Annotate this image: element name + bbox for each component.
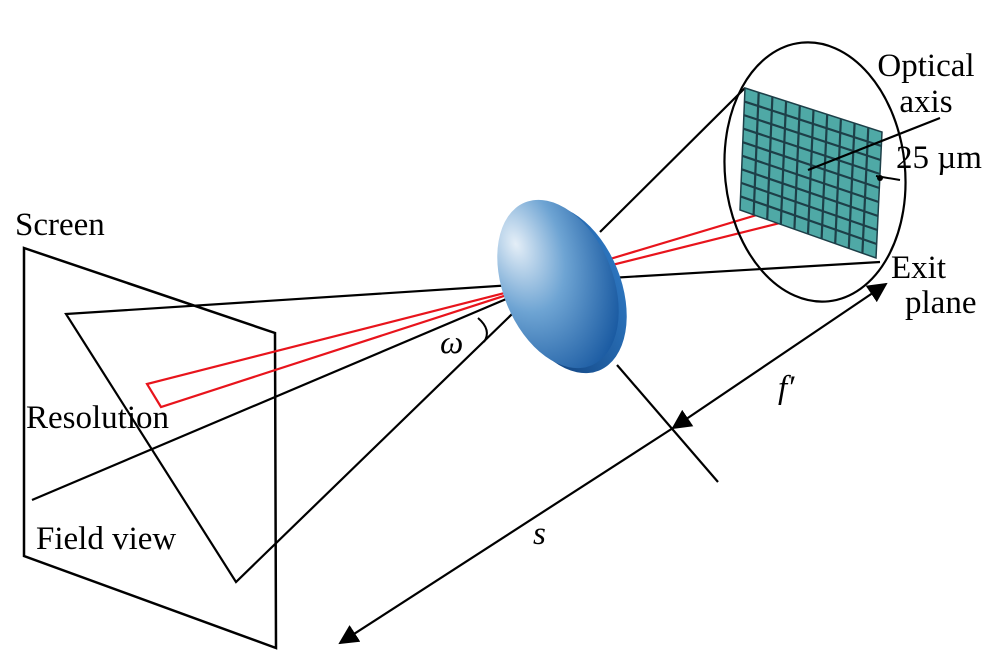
f-prime-label: f′ [778, 370, 795, 406]
s-label: s [533, 516, 546, 552]
grid-line [742, 141, 880, 190]
cone-line-top [599, 87, 746, 233]
pixel-grid [739, 86, 883, 260]
grid-line [793, 105, 801, 230]
grid-line [779, 101, 788, 225]
resolution-ray-object [145, 281, 545, 409]
grid-line [834, 118, 842, 244]
lens-plane-line [616, 364, 719, 483]
grid-line [740, 195, 878, 246]
grid-line [743, 114, 882, 162]
grid-line [742, 127, 881, 176]
grid-line [861, 127, 870, 254]
grid-line [766, 96, 774, 220]
cone-line-bottom [609, 260, 881, 280]
field-view-triangle [64, 281, 547, 584]
pixel-pitch-dot [877, 175, 883, 181]
screen-plane [22, 246, 278, 650]
grid-line [741, 168, 879, 218]
grid-line [806, 109, 815, 235]
field-view-label: Field view [36, 521, 177, 557]
optical-axis-line [807, 116, 941, 172]
optical-axis-label-line1: Optical [877, 48, 975, 84]
grid-line [847, 123, 856, 249]
grid-line [741, 154, 880, 204]
grid-line [820, 114, 829, 239]
central-ray [31, 281, 545, 502]
lens [497, 199, 627, 374]
exit-plane-label-line1: Exit [891, 250, 946, 286]
s-dimension-arrow [338, 427, 674, 645]
exit-plane-label-line2: plane [905, 285, 977, 321]
screen-label: Screen [15, 207, 105, 243]
grid-line [740, 181, 878, 232]
f-prime-dimension-arrow [671, 282, 888, 430]
grid-line [744, 100, 882, 148]
grid-line [752, 92, 760, 215]
omega-label: ω [440, 325, 464, 361]
pixel-pitch-label: 25 µm [896, 140, 982, 176]
resolution-label: Resolution [26, 400, 170, 436]
optical-axis-label-line2: axis [899, 84, 953, 120]
omega-arc [477, 317, 488, 343]
